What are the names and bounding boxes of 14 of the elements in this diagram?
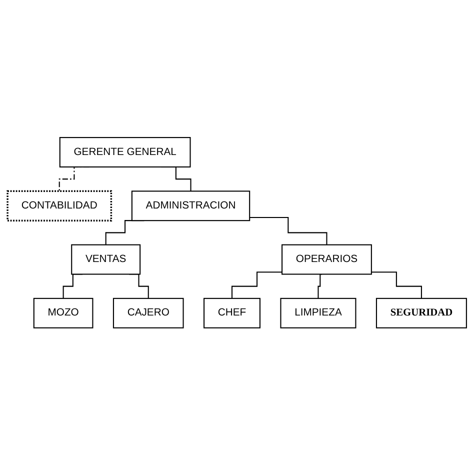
node-box: CAJERO <box>112 298 184 329</box>
connector <box>318 274 322 300</box>
connector <box>231 272 282 300</box>
node-box: CHEF <box>204 298 260 329</box>
node-box: SEGURIDAD <box>376 298 467 329</box>
node-box: ADMINISTRACION <box>131 190 250 222</box>
node-box: CONTABILIDAD <box>6 190 112 222</box>
connector <box>371 272 422 300</box>
connector <box>250 217 328 246</box>
node-box: VENTAS <box>71 244 141 276</box>
node-box: MOZO <box>33 298 94 329</box>
node-box: LIMPIEZA <box>280 298 356 329</box>
node-box: OPERARIOS <box>282 244 372 276</box>
node-box: GERENTE GENERAL <box>59 137 191 168</box>
